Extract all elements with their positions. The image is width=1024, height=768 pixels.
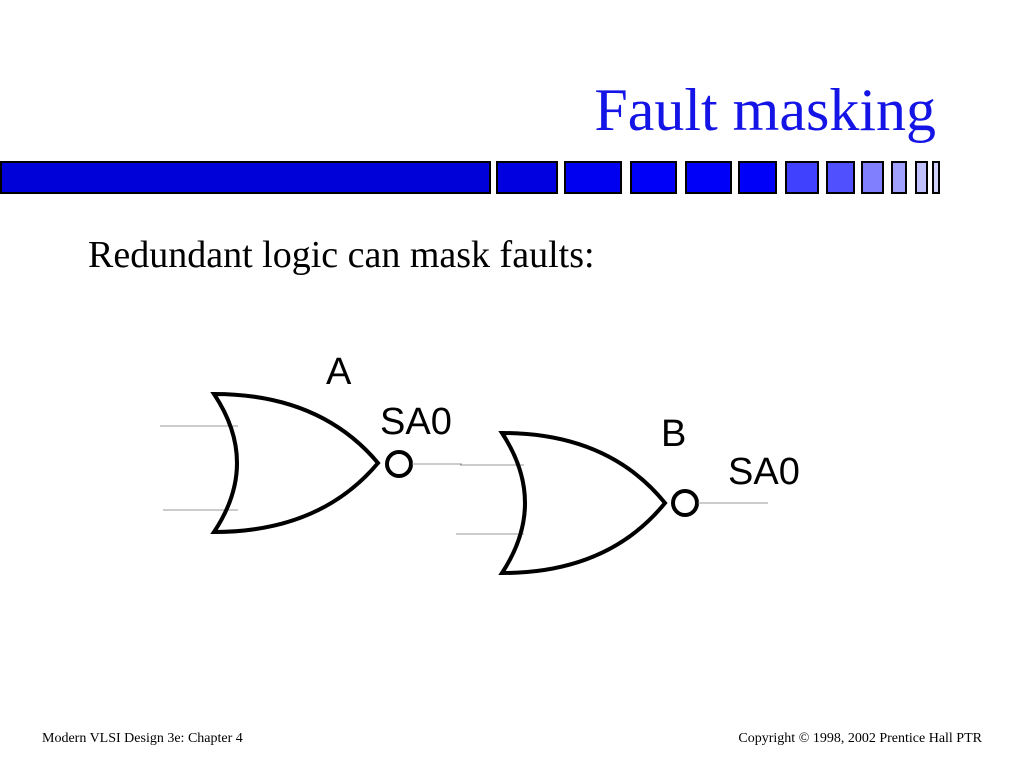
bar-segment xyxy=(0,161,491,194)
bar-segment xyxy=(891,161,907,194)
slide-subtitle: Redundant logic can mask faults: xyxy=(88,234,595,276)
gate-b-label: B xyxy=(661,413,686,455)
bar-segment xyxy=(826,161,855,194)
bar-segment xyxy=(496,161,558,194)
slide-title: Fault masking xyxy=(594,77,936,143)
decorative-bar-strip xyxy=(0,161,940,194)
bar-segment xyxy=(630,161,677,194)
nor-gate-diagram: A SA0 B SA0 xyxy=(160,351,800,576)
gate-a-body xyxy=(210,391,381,535)
gate-a-fault-label: SA0 xyxy=(380,401,452,443)
bar-segment xyxy=(738,161,777,194)
gate-b-inverter-bubble xyxy=(671,489,699,517)
footer-left: Modern VLSI Design 3e: Chapter 4 xyxy=(42,731,243,746)
footer-right: Copyright © 1998, 2002 Prentice Hall PTR xyxy=(738,731,982,746)
bar-segment xyxy=(564,161,622,194)
bar-segment xyxy=(861,161,884,194)
gate-a-label: A xyxy=(326,351,352,393)
gate-a-inverter-bubble xyxy=(385,450,413,478)
bar-segment xyxy=(915,161,928,194)
gate-b-body xyxy=(498,430,668,576)
bar-segment xyxy=(932,161,940,194)
bar-segment xyxy=(785,161,819,194)
bar-segment xyxy=(685,161,732,194)
gate-b-fault-label: SA0 xyxy=(728,451,800,493)
